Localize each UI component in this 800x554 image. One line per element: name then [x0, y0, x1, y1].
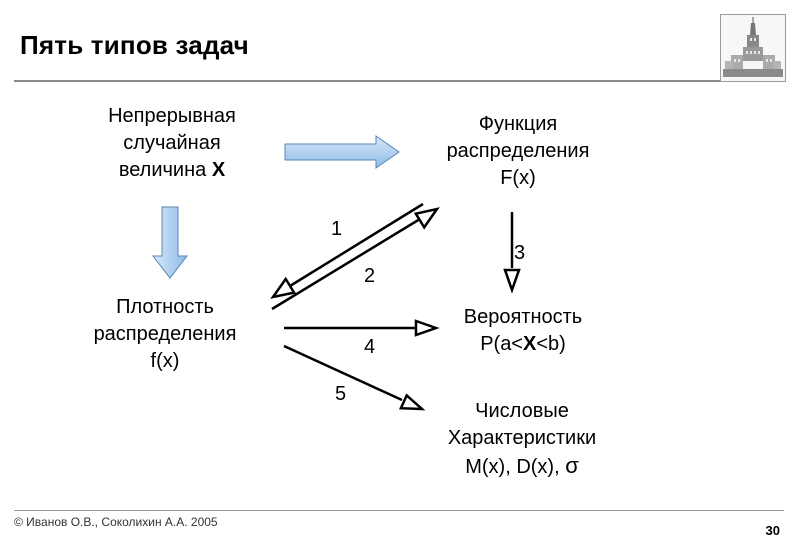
slide-title: Пять типов задач	[20, 30, 249, 60]
arrow-4-pdf-to-probability	[284, 319, 440, 337]
title-divider	[14, 80, 720, 82]
university-building-logo	[720, 14, 786, 82]
node-density-function: Плотность распределения f(x)	[55, 294, 275, 375]
footer-divider	[14, 510, 784, 511]
arrow-2-pdf-to-cdf	[271, 207, 440, 311]
node-distribution-function: Функция распределения F(x)	[408, 111, 628, 192]
node-continuous-random-variable: Непрерывная случайная величина X	[62, 103, 282, 184]
node-F-line-1: Функция	[478, 113, 558, 135]
node-P-line-1: Вероятность	[463, 306, 583, 328]
page-number: 30	[765, 523, 780, 538]
edge-label-2: 2	[364, 265, 376, 287]
node-num-line-2: Характеристики	[447, 427, 597, 449]
node-num-pre: M(x), D(x),	[465, 456, 566, 478]
footer-copyright: © Иванов О.В., Соколихин А.А. 2005	[14, 515, 218, 529]
node-numeric-characteristics: Числовые Характеристики M(x), D(x), σ	[412, 398, 632, 481]
sigma-symbol: σ	[565, 453, 579, 478]
node-num-line-3: M(x), D(x), σ	[412, 452, 632, 481]
node-x-line-3: величина X	[62, 157, 282, 184]
edge-label-4: 4	[364, 336, 376, 358]
node-x-variable: X	[211, 159, 226, 181]
edge-label-3: 3	[514, 242, 526, 264]
node-f-line-2: распределения	[93, 323, 237, 345]
node-P-variable: X	[523, 333, 537, 355]
node-F-line-2: распределения	[446, 140, 590, 162]
block-arrow-down	[151, 206, 189, 279]
arrow-5-pdf-to-numeric	[283, 344, 426, 411]
node-P-line-2: P(a<X<b)	[413, 331, 633, 358]
edge-label-1: 1	[331, 218, 343, 240]
node-f-line-3: f(x)	[150, 350, 180, 372]
node-x-line-2: случайная	[123, 132, 221, 154]
block-arrow-right	[284, 135, 400, 169]
node-F-line-3: F(x)	[500, 167, 536, 189]
node-num-line-1: Числовые	[475, 400, 569, 422]
arrow-3-cdf-to-probability	[503, 212, 521, 294]
node-probability: Вероятность P(a<X<b)	[413, 304, 633, 358]
node-P-pre: P(a<	[480, 333, 523, 355]
node-x-line-3-text: величина	[118, 159, 212, 181]
edge-label-5: 5	[335, 383, 347, 405]
node-P-post: <b)	[536, 333, 566, 355]
node-x-line-1: Непрерывная	[108, 105, 236, 127]
node-f-line-1: Плотность	[116, 296, 214, 318]
arrow-1-cdf-to-pdf	[270, 202, 424, 299]
